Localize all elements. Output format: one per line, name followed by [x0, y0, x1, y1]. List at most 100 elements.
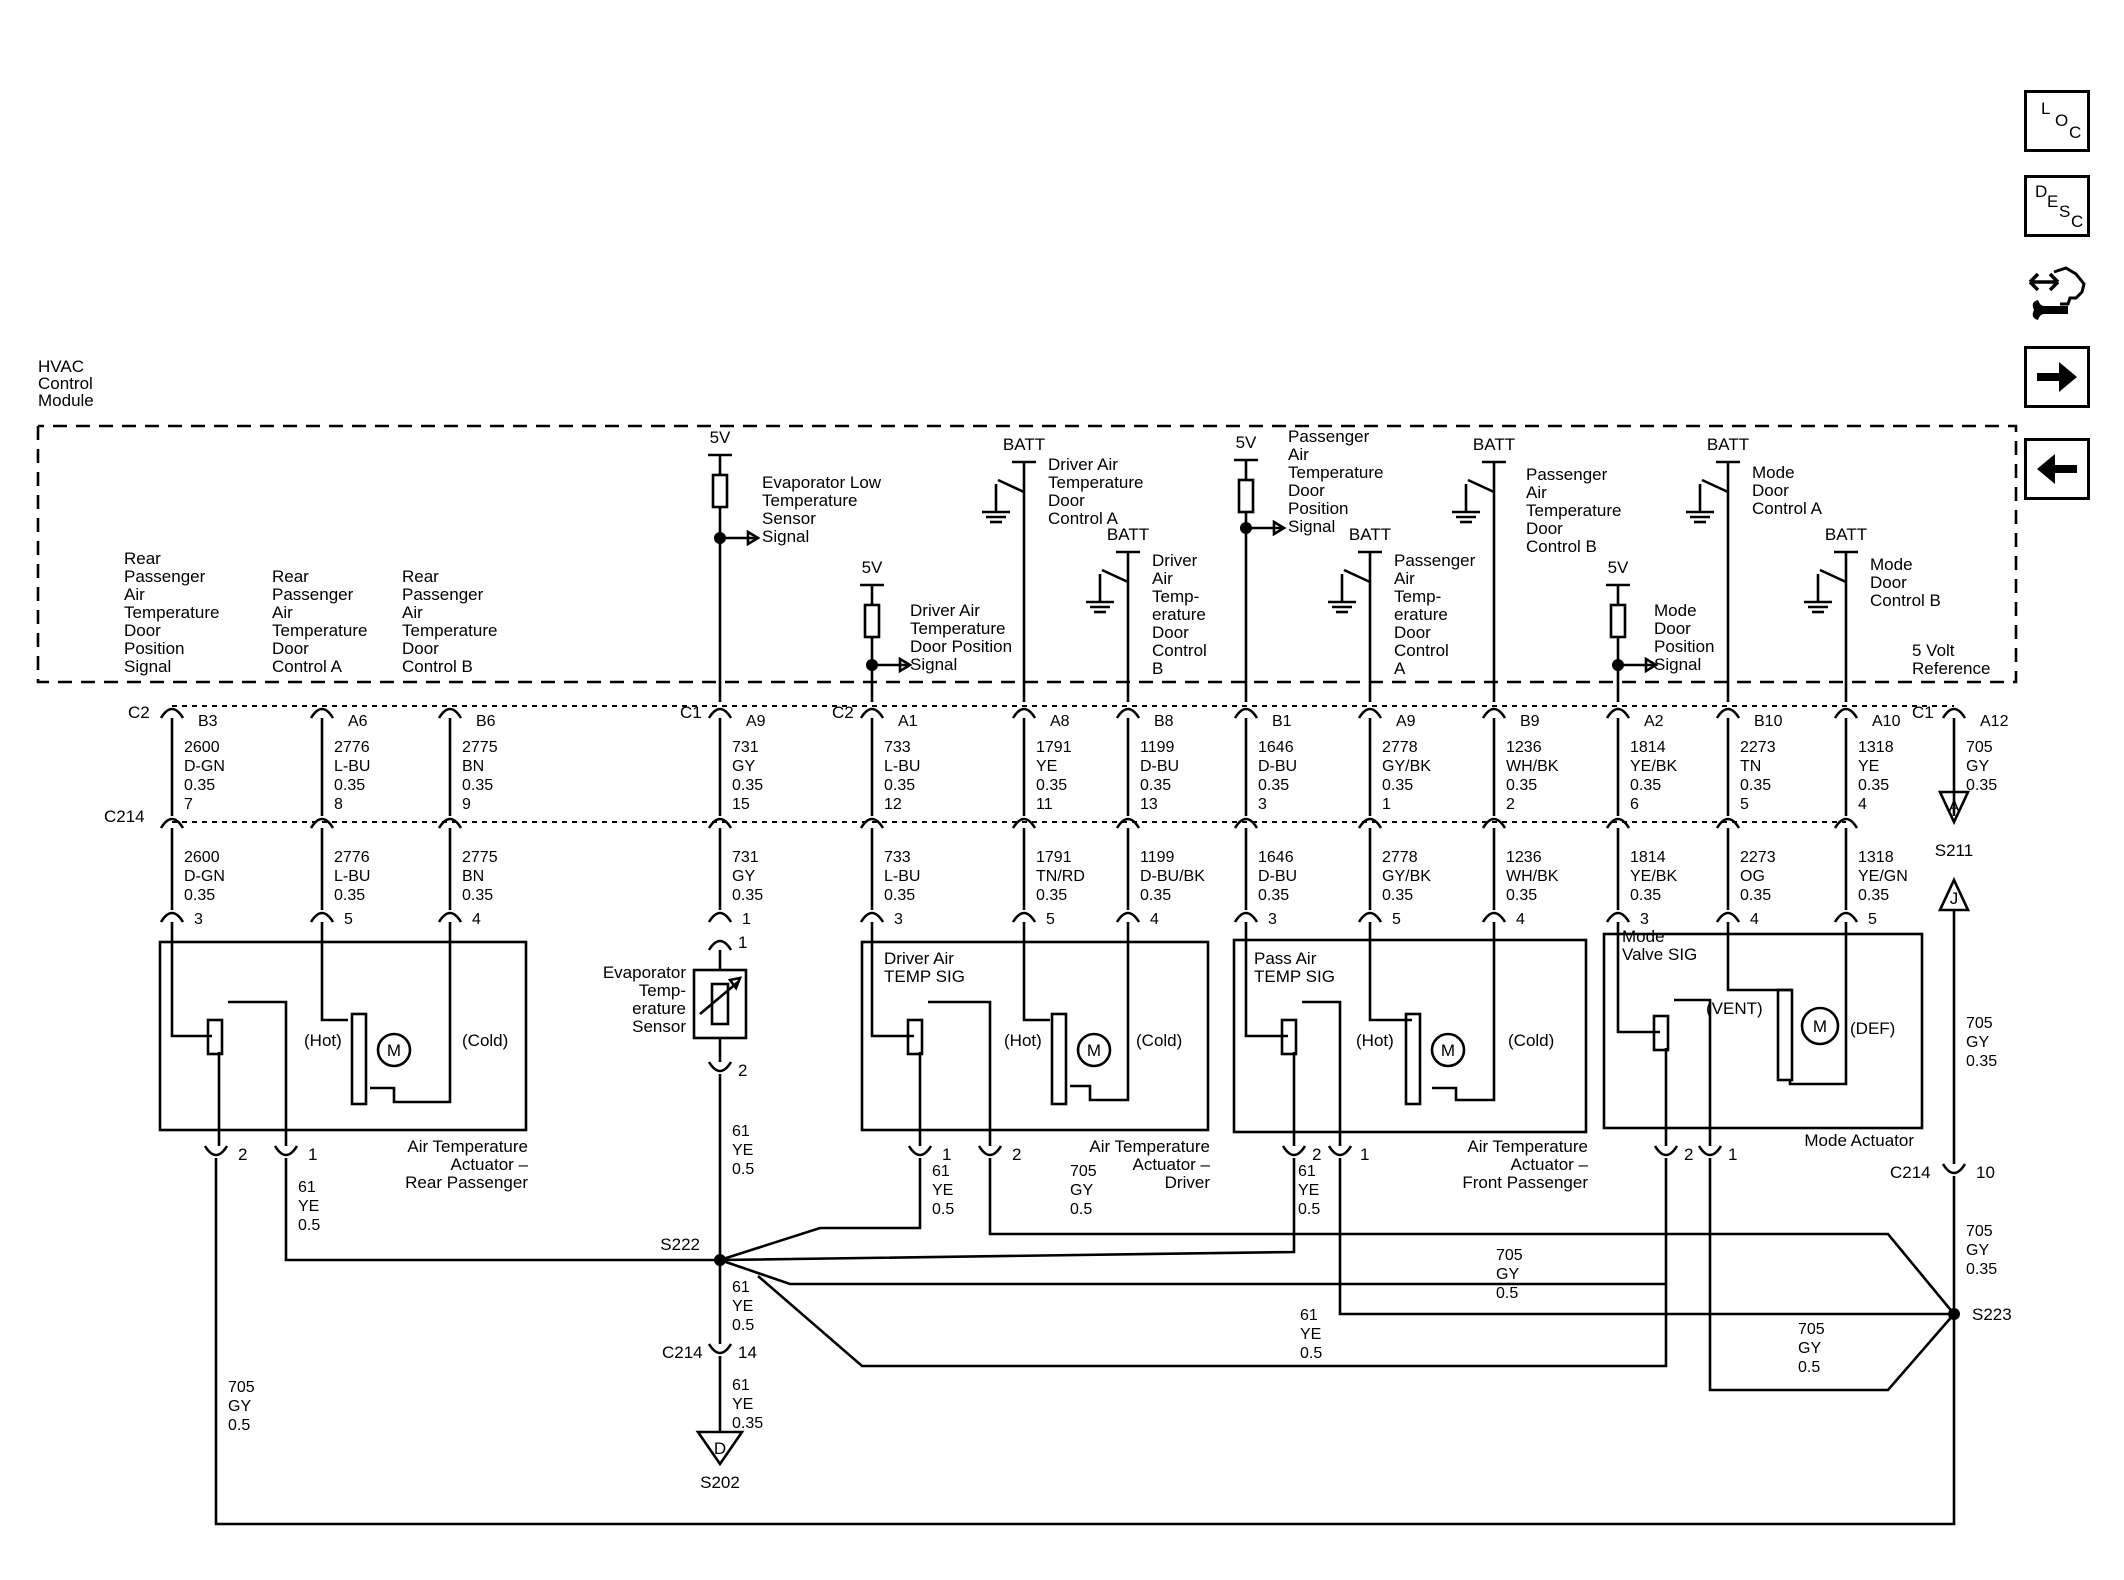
- batt-label: BATT: [1349, 525, 1391, 544]
- driver-pin-num-1: 1: [942, 1145, 951, 1164]
- c214-pin-drv_pos: [859, 817, 885, 829]
- location-button[interactable]: L O C: [2024, 90, 2090, 152]
- wire: [1467, 478, 1495, 494]
- actuator-pin-num-rear_b: 4: [472, 911, 481, 928]
- mode-pin-num-2: 2: [1684, 1145, 1693, 1164]
- module-pin-pass_a: [1357, 707, 1383, 719]
- c214-pin-mode_a: [1715, 817, 1741, 829]
- wire: [1674, 998, 1712, 1146]
- module-pin-mode_a: [1715, 707, 1741, 719]
- driver-pin-1: [907, 1145, 933, 1157]
- actuator-pin-pass_a: [1357, 911, 1383, 923]
- c214-label: C214: [104, 807, 145, 826]
- s211-label: S211: [1935, 841, 1973, 860]
- thermistor-arrow: [699, 981, 739, 1015]
- evap-pin-2: 2: [738, 1061, 747, 1080]
- pass-potentiometer: [1280, 1018, 1298, 1056]
- signal-arrow: [1644, 656, 1659, 674]
- resistor: [711, 473, 729, 509]
- loc-letter-c: C: [2069, 123, 2082, 142]
- mode-gy-wire: [1708, 1158, 1955, 1392]
- desc-letter-e: E: [2047, 192, 2059, 211]
- description-button[interactable]: D E S C: [2024, 175, 2090, 237]
- wire: [1368, 922, 1412, 1022]
- driver-ye-wire: [719, 1158, 922, 1262]
- rear-hot-label: (Hot): [304, 1031, 342, 1050]
- wire: [170, 922, 212, 1038]
- actuator-pin-num-drv_pos: 3: [894, 911, 903, 928]
- wire: [1432, 922, 1496, 1102]
- previous-page-button[interactable]: [2024, 438, 2090, 500]
- batt-label: BATT: [1107, 525, 1149, 544]
- actuator-pin-num-mode_b: 5: [1868, 911, 1877, 928]
- wire: [1022, 922, 1050, 1022]
- rear-cold-label: (Cold): [462, 1031, 508, 1050]
- c214-bottom-pin-num: 14: [738, 1343, 757, 1362]
- rear-actuator-box: [158, 940, 528, 1132]
- motor-brush: [1404, 1012, 1422, 1106]
- actuator-pin-evap: [707, 911, 733, 923]
- wire: [1343, 568, 1371, 584]
- c214-pin-rear_b: [437, 817, 463, 829]
- 5v-label: 5V: [1236, 433, 1257, 452]
- motor-letter: M: [1441, 1041, 1455, 1060]
- c214-pin-bottom: [707, 1343, 733, 1355]
- s222-label: S222: [660, 1235, 700, 1254]
- pin-label-pass_b: B9: [1520, 713, 1540, 730]
- pass-hot-label: (Hot): [1356, 1031, 1394, 1050]
- c214-pin-pass_a: [1357, 817, 1383, 829]
- pass-pin-1: [1327, 1145, 1353, 1157]
- pin-label-drv_a: A8: [1050, 713, 1070, 730]
- wire: [1070, 922, 1130, 1102]
- wire: [1302, 1000, 1342, 1146]
- pass-pin-num-1: 1: [1360, 1145, 1369, 1164]
- c2-label-2: C2: [832, 703, 854, 722]
- wire: [370, 922, 452, 1104]
- resistor: [1237, 478, 1255, 514]
- pin-label-evap: A9: [746, 713, 766, 730]
- driver-gy-wire: [988, 1158, 1956, 1315]
- wire: [727, 976, 743, 991]
- wire: [1616, 922, 1660, 1034]
- module-pin-mode_b: [1833, 707, 1859, 719]
- wire: [1701, 478, 1729, 494]
- actuator-pin-num-pass_pos: 3: [1268, 911, 1277, 928]
- motor-letter: M: [1087, 1041, 1101, 1060]
- next-page-button[interactable]: [2024, 346, 2090, 408]
- connector-a-letter: A: [1948, 797, 1960, 816]
- c214-pin-drv_a: [1011, 817, 1037, 829]
- resistor: [863, 603, 881, 639]
- pin-label-rear_pos: B3: [198, 713, 218, 730]
- module-pin-rear_a: [309, 707, 335, 719]
- connector-a: [1937, 790, 1971, 826]
- wire: [1819, 568, 1847, 584]
- connector-view-button[interactable]: [2024, 258, 2092, 326]
